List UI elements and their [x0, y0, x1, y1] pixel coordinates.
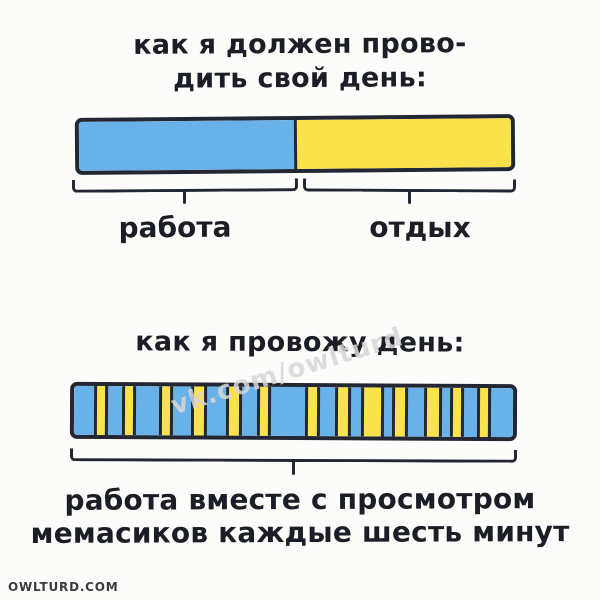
bar-segment-work — [133, 386, 160, 436]
bar-segment-rest — [304, 387, 318, 437]
bar-segment-rest — [361, 387, 381, 437]
bar-segment-rest — [226, 386, 240, 436]
bar-segment-rest — [449, 387, 462, 437]
bar-segment-rest — [476, 387, 489, 438]
bar-segment-work — [105, 386, 123, 436]
bar-segment-work — [267, 386, 305, 437]
ideal-day-bar — [74, 114, 516, 175]
bar-segment-work — [460, 387, 478, 437]
bar-segment-rest — [293, 118, 512, 170]
bar-segment-work — [238, 386, 257, 436]
bar-segment-rest — [122, 386, 134, 436]
work-bracket-tick — [183, 191, 186, 204]
bar-segment-rest — [94, 385, 106, 436]
bar-segment-work — [203, 386, 227, 436]
bar-segment-rest — [334, 387, 348, 437]
rest-bracket-tick — [408, 191, 411, 204]
bar-segment-work — [317, 387, 336, 437]
bar-segment-work — [438, 387, 451, 437]
real-day-title: как я провожу день: — [135, 326, 465, 359]
bar-segment-work — [169, 386, 192, 436]
bar-segment-work — [78, 120, 294, 171]
real-day-caption: работа вместе с просмотром мемасиков каж… — [0, 482, 600, 550]
bar-segment-work — [73, 385, 95, 435]
bar-segment-work — [487, 388, 514, 438]
bar-segment-work — [347, 387, 362, 437]
bar-segment-rest — [391, 387, 406, 437]
real-day-bracket-tick — [292, 461, 295, 475]
bar-segment-work — [380, 387, 392, 437]
bar-segment-rest — [424, 387, 439, 437]
ideal-title-line-2: дить свой день: — [173, 62, 428, 95]
ideal-title-line-1: как я должен прово- — [133, 28, 467, 61]
bar-segment-work — [405, 387, 425, 437]
bar-segment-rest — [190, 386, 204, 436]
bar-segment-rest — [256, 386, 268, 436]
work-label: работа — [118, 210, 232, 245]
caption-line-1: работа вместе с просмотром — [64, 482, 536, 517]
caption-line-2: мемасиков каждые шесть минут — [30, 515, 570, 550]
site-credit: OWLTURD.COM — [8, 580, 119, 594]
rest-label: отдых — [369, 210, 471, 245]
real-day-bar — [69, 381, 518, 442]
ideal-day-title: как я должен прово- дить свой день: — [0, 26, 600, 97]
bar-segment-rest — [158, 386, 171, 436]
